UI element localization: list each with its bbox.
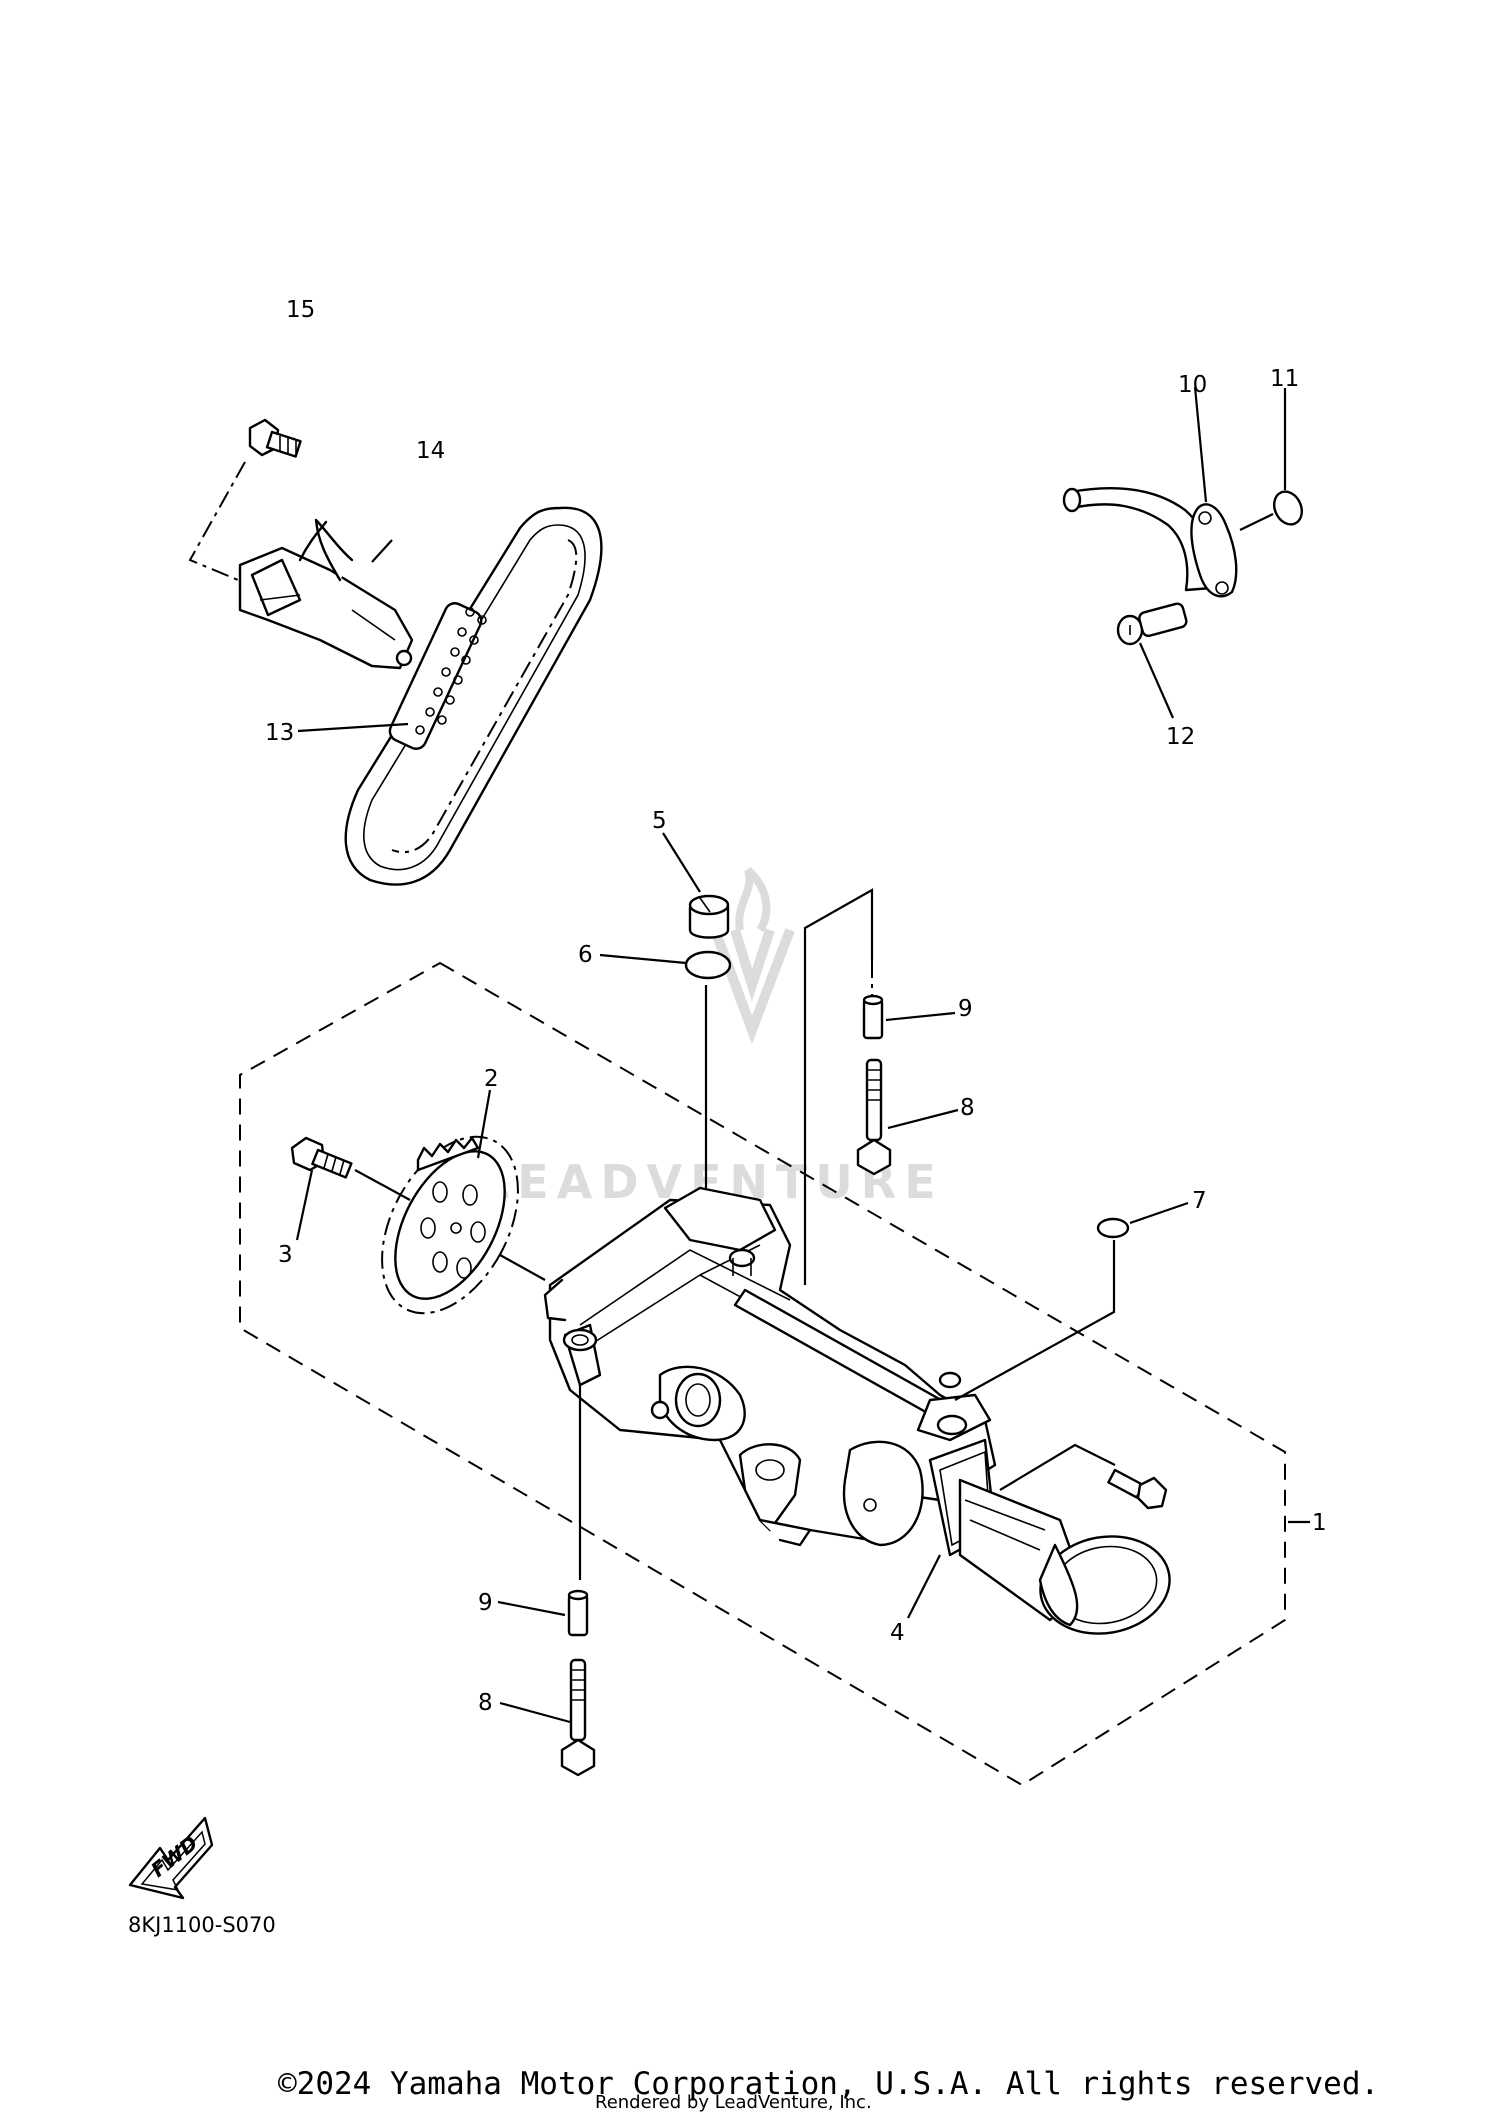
collar-5-icon — [688, 894, 730, 939]
bolt-12-icon — [1116, 602, 1188, 646]
leader-6 — [599, 953, 687, 965]
link-10-11 — [1239, 513, 1274, 531]
oil-pipe-assembly — [1062, 386, 1303, 719]
leader-10 — [1193, 386, 1208, 503]
chain-links-icon — [388, 602, 487, 750]
callout-13: 13 — [265, 720, 294, 746]
copyright-notice: ©2024 Yamaha Motor Corporation, U.S.A. A… — [278, 2066, 1379, 2102]
bracket-line-9-8 — [803, 888, 874, 1285]
cam-chain-13 — [297, 506, 603, 886]
callout-6: 6 — [578, 942, 593, 968]
bolt-8-top-icon — [856, 1058, 892, 1176]
leader-5 — [662, 832, 701, 893]
oil-strainer-4-icon — [928, 1438, 1171, 1635]
diagram-code: 8KJ1100-S070 — [128, 1913, 276, 1937]
leader-8-top — [887, 1108, 959, 1130]
leader-13 — [297, 722, 409, 733]
callout-4: 4 — [890, 1620, 905, 1646]
fwd-arrow-icon: FWD — [128, 1816, 214, 1900]
callout-3: 3 — [278, 1242, 293, 1268]
link-strainer-bolt — [999, 1443, 1116, 1491]
leader-7 — [1129, 1201, 1189, 1225]
chain-guide-assembly — [188, 418, 414, 670]
leader-8-bottom — [499, 1701, 571, 1724]
leader-12 — [1138, 642, 1175, 719]
bolt-15-icon — [248, 418, 302, 458]
callout-8-bottom: 8 — [478, 1690, 493, 1716]
callout-9-top: 9 — [958, 996, 973, 1022]
leader-14 — [371, 539, 393, 563]
callout-2: 2 — [484, 1066, 499, 1092]
chain-guide-alignment-line — [188, 461, 251, 586]
dowel-pin-9-bottom-icon — [567, 1589, 589, 1637]
callout-15: 15 — [286, 297, 315, 323]
o-ring-11-icon — [1273, 490, 1303, 526]
link-sprocket-to-pump — [499, 1254, 546, 1281]
callout-10: 10 — [1178, 372, 1207, 398]
callout-12: 12 — [1166, 724, 1195, 750]
callout-9-bottom: 9 — [478, 1590, 493, 1616]
callout-14: 14 — [416, 438, 445, 464]
leader-9-bottom — [497, 1600, 566, 1617]
o-ring-6-icon — [684, 950, 732, 980]
strainer-bolt-icon — [1107, 1468, 1168, 1510]
callout-7: 7 — [1192, 1188, 1207, 1214]
o-ring-7-icon — [1096, 1217, 1130, 1239]
leader-9-top — [885, 1011, 956, 1022]
oil-pump-assembly-boundary — [239, 961, 1286, 1787]
bolt-8-bottom-icon — [560, 1658, 596, 1777]
leader-4 — [907, 1554, 941, 1619]
chain-guide-14-icon — [238, 518, 414, 670]
callout-8-top: 8 — [960, 1095, 975, 1121]
link-7-to-pump — [954, 1240, 1116, 1401]
callout-11: 11 — [1270, 366, 1299, 392]
callout-5: 5 — [652, 808, 667, 834]
oil-pump-sprocket-2-icon — [381, 1135, 519, 1315]
oil-pump-body-icon — [543, 1186, 997, 1547]
oil-pipe-10-icon — [1062, 487, 1238, 598]
leader-3 — [295, 1169, 314, 1241]
leader-2 — [476, 1089, 492, 1159]
bolt-3-icon — [290, 1136, 353, 1179]
callout-1: 1 — [1312, 1510, 1327, 1536]
dowel-pin-9-top-icon — [862, 994, 884, 1040]
rendered-by-notice: Rendered by LeadVenture, Inc. — [595, 2092, 872, 2113]
link-3-to-sprocket — [354, 1169, 411, 1201]
